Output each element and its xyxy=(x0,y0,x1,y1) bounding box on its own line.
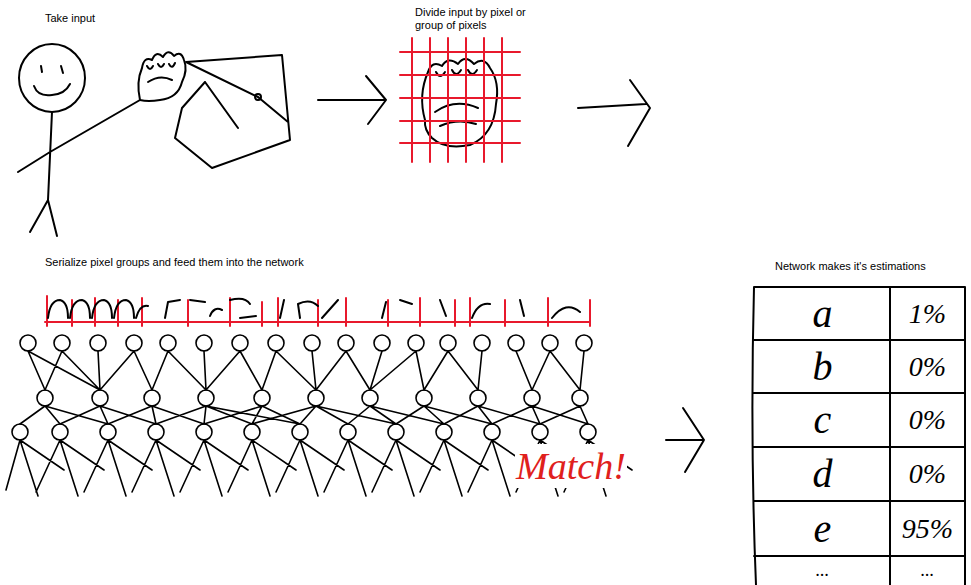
estimate-table xyxy=(752,287,965,585)
table-letter: e xyxy=(814,509,832,549)
lower-neurons xyxy=(12,424,596,440)
table-ellipsis: ... xyxy=(921,561,935,579)
grid-fist xyxy=(422,59,497,146)
table-letter-cell: c xyxy=(757,395,888,445)
table-letter-cell: b xyxy=(757,342,888,391)
stage-heading: Network makes it's estimations xyxy=(775,256,926,273)
table-ellipsis-cell: ... xyxy=(757,558,888,582)
match-note: Match! xyxy=(516,447,626,485)
stage-region: Divide input by pixel or group of pixels xyxy=(392,2,552,168)
match-note-cell: Match! xyxy=(515,444,627,488)
table-letter-cell: d xyxy=(757,449,888,499)
figure-head xyxy=(19,44,85,112)
figure-body xyxy=(18,100,140,236)
network-links xyxy=(28,351,584,390)
arrow-line xyxy=(666,408,704,472)
flow-arrow xyxy=(318,76,386,124)
bow-drawing xyxy=(175,55,290,168)
table-percent: 1% xyxy=(909,300,946,328)
serialized-strip xyxy=(45,296,590,326)
table-letter: c xyxy=(814,400,832,440)
fist-drawing xyxy=(422,59,497,146)
stage-region: Take input xyxy=(10,8,312,243)
table-percent-cell: 95% xyxy=(892,503,963,554)
table-letter: d xyxy=(813,454,833,494)
table-ellipsis: ... xyxy=(816,561,830,579)
stage-heading: Divide input by pixel or group of pixels xyxy=(415,2,545,32)
table-letter-cell: a xyxy=(757,289,888,338)
network-links xyxy=(6,440,632,496)
flow-arrow xyxy=(666,408,704,472)
hidden-neurons xyxy=(37,390,588,406)
stick-figure xyxy=(18,44,290,236)
stage-heading: Take input xyxy=(45,8,95,25)
table-percent: 0% xyxy=(909,406,946,434)
pixel-fragments xyxy=(48,299,580,318)
table-percent: 0% xyxy=(909,353,946,381)
table-percent-cell: 0% xyxy=(892,395,963,445)
pixel-grid xyxy=(400,38,520,162)
neural-network xyxy=(6,335,632,496)
stage-heading: Serialize pixel groups and feed them int… xyxy=(45,252,304,269)
table-percent: 0% xyxy=(909,460,946,488)
table-ellipsis-cell: ... xyxy=(892,558,963,582)
arrow-line xyxy=(318,76,386,124)
flow-arrow xyxy=(578,80,650,146)
table-percent-cell: 1% xyxy=(892,289,963,338)
input-neurons xyxy=(20,335,592,351)
table-letter: b xyxy=(813,347,833,387)
table-letter-cell: e xyxy=(757,503,888,554)
table-percent-cell: 0% xyxy=(892,449,963,499)
figure-face xyxy=(34,66,70,95)
network-links xyxy=(20,406,588,424)
table-letter: a xyxy=(813,294,833,334)
figure-fist xyxy=(138,52,185,101)
table-percent: 95% xyxy=(902,515,953,543)
table-percent-cell: 0% xyxy=(892,342,963,391)
bow-knot xyxy=(255,94,261,100)
